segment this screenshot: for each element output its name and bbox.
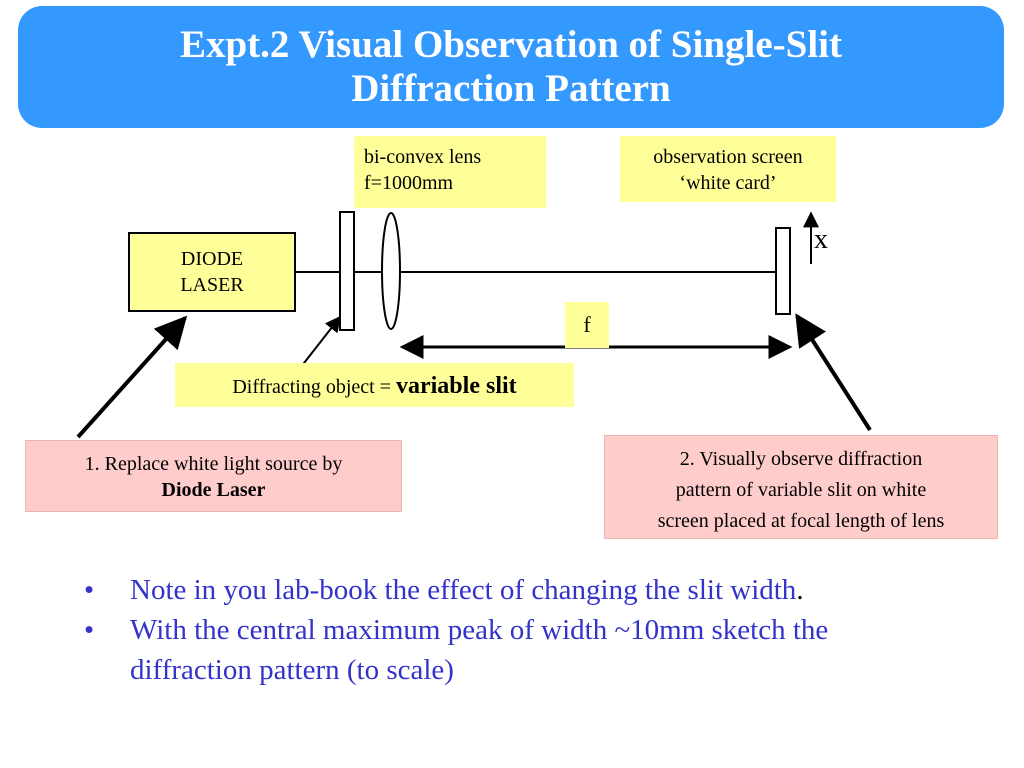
step-1-line-1: 1. Replace white light source by bbox=[84, 453, 343, 475]
lens-label: bi-convex lens f=1000mm bbox=[354, 136, 546, 208]
slit-label-emphasis: variable slit bbox=[395, 373, 517, 399]
instruction-item-1-period: . bbox=[796, 574, 804, 606]
x-axis-label: x bbox=[814, 224, 828, 255]
step-1-note: 1. Replace white light source by Diode L… bbox=[25, 440, 402, 512]
screen-label-line-1: observation screen bbox=[653, 146, 803, 168]
step-1-line-2: Diode Laser bbox=[26, 477, 401, 503]
pointer-step1-to-laser bbox=[76, 315, 188, 439]
diode-laser-box: DIODE LASER bbox=[128, 232, 296, 312]
bullet-marker: • bbox=[84, 574, 95, 606]
laser-line-1: DIODE bbox=[180, 248, 244, 270]
instruction-item-2-line-1: With the central maximum peak of width ~… bbox=[130, 614, 829, 646]
step-2-line-1: 2. Visually observe diffraction bbox=[679, 448, 923, 470]
observation-screen bbox=[775, 227, 791, 315]
pointer-step2-to-screen bbox=[795, 313, 872, 432]
pointer-label-to-slit bbox=[296, 315, 341, 373]
instruction-item-2: • With the central maximum peak of width… bbox=[70, 610, 990, 690]
instruction-item-2-line-2: diffraction pattern (to scale) bbox=[130, 654, 454, 686]
bullet-marker: • bbox=[84, 614, 95, 646]
step-2-line-3: screen placed at focal length of lens bbox=[657, 510, 945, 532]
step-1-bold: Diode Laser bbox=[161, 479, 266, 501]
slit-holder bbox=[339, 211, 355, 331]
title-line-2: Diffraction Pattern bbox=[351, 67, 671, 110]
laser-line-2: LASER bbox=[180, 274, 244, 296]
instruction-item-1-text: Note in you lab-book the effect of chang… bbox=[130, 574, 797, 606]
focal-length-label: f bbox=[565, 302, 609, 348]
screen-label: observation screen ‘white card’ bbox=[620, 136, 836, 202]
lens-label-line-1: bi-convex lens bbox=[364, 146, 482, 168]
step-2-line-2: pattern of variable slit on white bbox=[675, 479, 927, 501]
slit-label: Diffracting object = variable slit bbox=[175, 363, 574, 407]
screen-label-line-2: ‘white card’ bbox=[679, 172, 777, 194]
lens-label-line-2: f=1000mm bbox=[364, 172, 454, 194]
slit-label-prefix: Diffracting object = bbox=[232, 376, 396, 398]
instruction-item-1: • Note in you lab-book the effect of cha… bbox=[70, 570, 990, 610]
instruction-list: • Note in you lab-book the effect of cha… bbox=[70, 570, 990, 690]
biconvex-lens bbox=[381, 212, 401, 330]
title-line-1: Expt.2 Visual Observation of Single-Slit bbox=[179, 23, 842, 66]
step-2-note: 2. Visually observe diffraction pattern … bbox=[604, 435, 998, 539]
slide-title: Expt.2 Visual Observation of Single-Slit… bbox=[18, 6, 1004, 128]
